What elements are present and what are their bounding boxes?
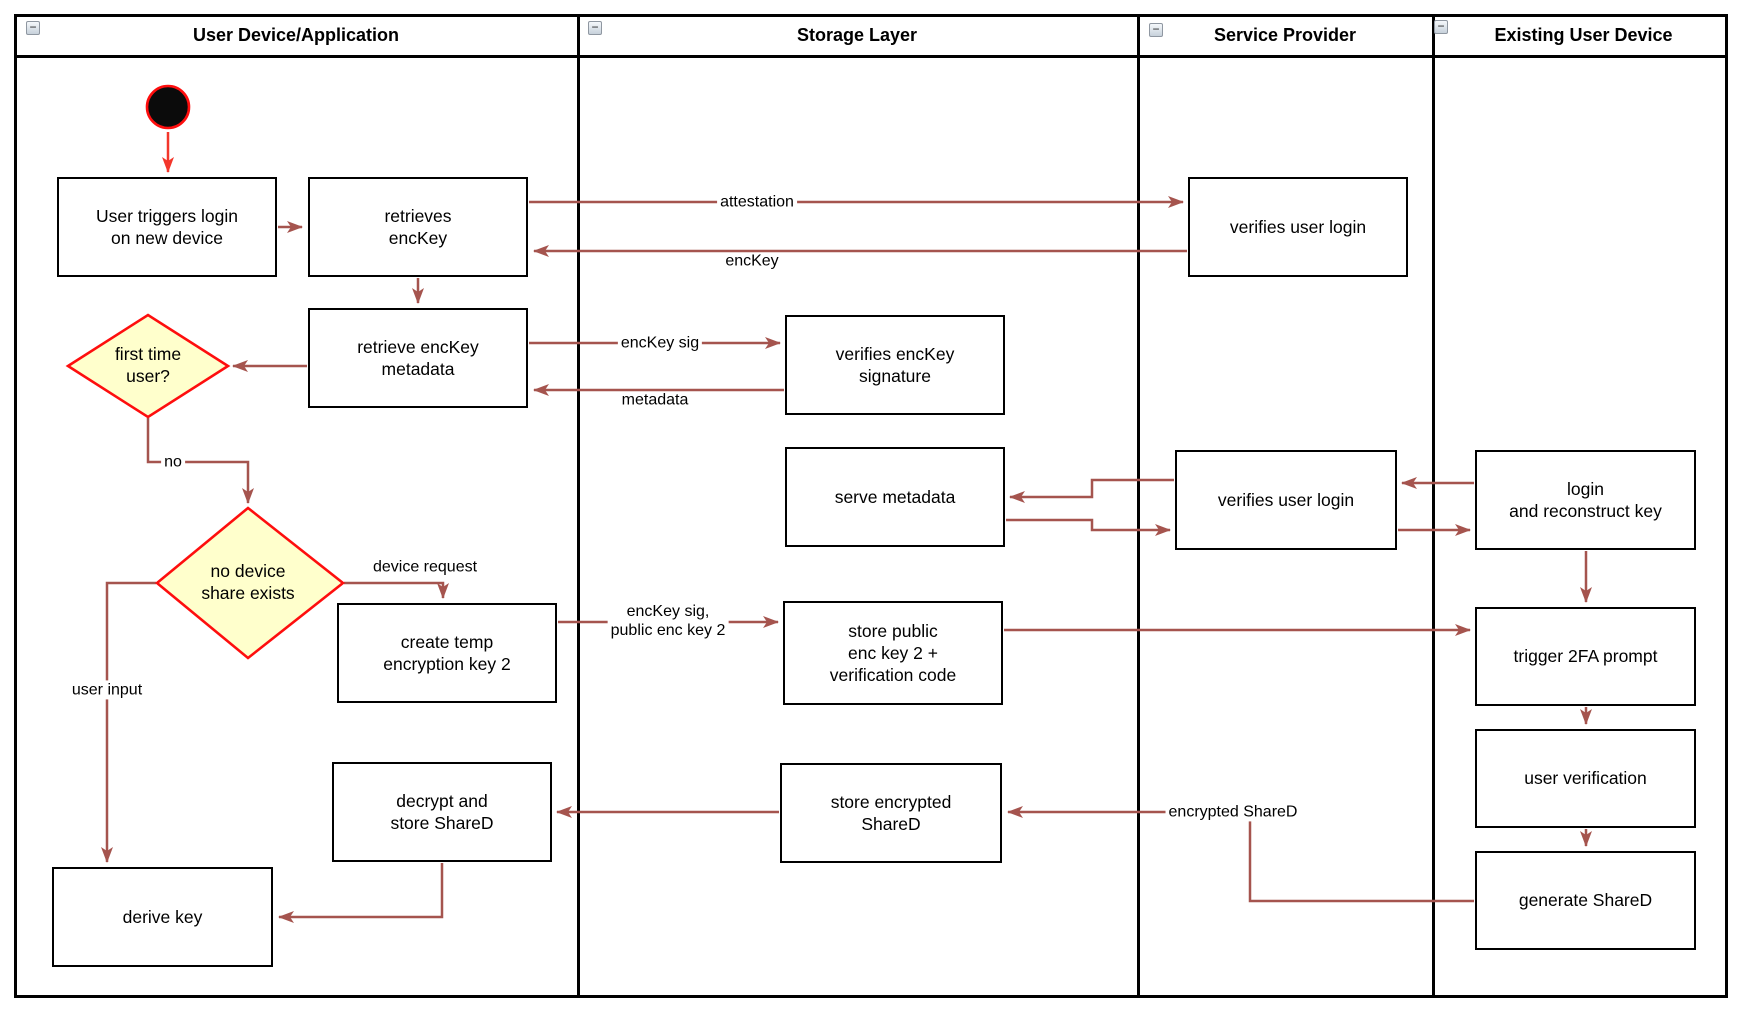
activity-decrypt-store-shared[interactable]: decrypt and store ShareD — [332, 762, 552, 862]
edge-label-attestation: attestation — [717, 192, 797, 212]
activity-user-triggers-login[interactable]: User triggers login on new device — [57, 177, 277, 277]
lane-divider-2 — [1137, 14, 1140, 998]
edge-decrypt-to-derivekey — [278, 863, 444, 923]
decision-no-device-share[interactable] — [154, 506, 346, 660]
lane-header-rule — [14, 55, 1728, 58]
collapse-lane-icon[interactable]: − — [588, 21, 602, 35]
decision-label-no-device-share: no device share exists — [201, 561, 295, 603]
activity-create-temp-key[interactable]: create temp encryption key 2 — [337, 603, 557, 703]
edge-no-branch — [146, 418, 254, 504]
activity-login-reconstruct[interactable]: login and reconstruct key — [1475, 450, 1696, 550]
edge-label-metadata: metadata — [621, 391, 689, 409]
activity-serve-metadata[interactable]: serve metadata — [785, 447, 1005, 547]
initial-node[interactable] — [145, 84, 191, 130]
lane-divider-3 — [1432, 14, 1435, 998]
decision-first-time-user[interactable] — [65, 313, 231, 419]
collapse-lane-icon[interactable]: − — [1434, 20, 1448, 34]
lane-header-service-provider[interactable]: Service Provider — [1139, 16, 1431, 55]
edge-label-enckey-sig-public: encKey sig, public enc key 2 — [607, 601, 729, 641]
lane-title-storage: Storage Layer — [796, 25, 918, 45]
lane-header-existing-device[interactable]: Existing User Device — [1441, 16, 1726, 55]
activity-verifies-login-mid[interactable]: verifies user login — [1175, 450, 1397, 550]
activity-retrieves-enckey[interactable]: retrieves encKey — [308, 177, 528, 277]
decision-label-first-time: first time user? — [114, 344, 182, 386]
activity-verifies-login-top[interactable]: verifies user login — [1188, 177, 1408, 277]
edge-servemetadata-to-verifieslogin — [1006, 518, 1171, 536]
edge-label-enckey: encKey — [725, 252, 779, 270]
activity-generate-shared[interactable]: generate ShareD — [1475, 851, 1696, 950]
collapse-lane-icon[interactable]: − — [1149, 23, 1163, 37]
lane-title-user-device: User Device/Application — [192, 25, 400, 45]
activity-trigger-2fa[interactable]: trigger 2FA prompt — [1475, 607, 1696, 706]
edge-user-input — [101, 581, 156, 863]
lane-title-service-provider: Service Provider — [1213, 25, 1357, 45]
collapse-lane-icon[interactable]: − — [26, 21, 40, 35]
edge-device-request — [344, 581, 449, 599]
activity-derive-key[interactable]: derive key — [52, 867, 273, 967]
edge-label-device-request: device request — [372, 558, 478, 576]
edge-label-no: no — [161, 452, 185, 472]
edge-generate-to-storeencrypted — [1007, 806, 1474, 903]
lane-divider-1 — [577, 14, 580, 998]
edge-label-enckey-sig: encKey sig — [617, 333, 703, 353]
activity-store-public-key[interactable]: store public enc key 2 + verification co… — [783, 601, 1003, 705]
edge-label-user-input: user input — [68, 680, 146, 700]
lane-title-existing-device: Existing User Device — [1494, 25, 1673, 45]
edge-label-encrypted-shared: encrypted ShareD — [1165, 802, 1301, 822]
lane-header-user-device[interactable]: User Device/Application — [16, 16, 576, 55]
edge-verifieslogin-to-servemetadata — [1009, 478, 1174, 503]
activity-verifies-signature[interactable]: verifies encKey signature — [785, 315, 1005, 415]
activity-retrieve-metadata[interactable]: retrieve encKey metadata — [308, 308, 528, 408]
activity-store-encrypted[interactable]: store encrypted ShareD — [780, 763, 1002, 863]
lane-header-storage[interactable]: Storage Layer — [578, 16, 1136, 55]
activity-user-verification[interactable]: user verification — [1475, 729, 1696, 828]
